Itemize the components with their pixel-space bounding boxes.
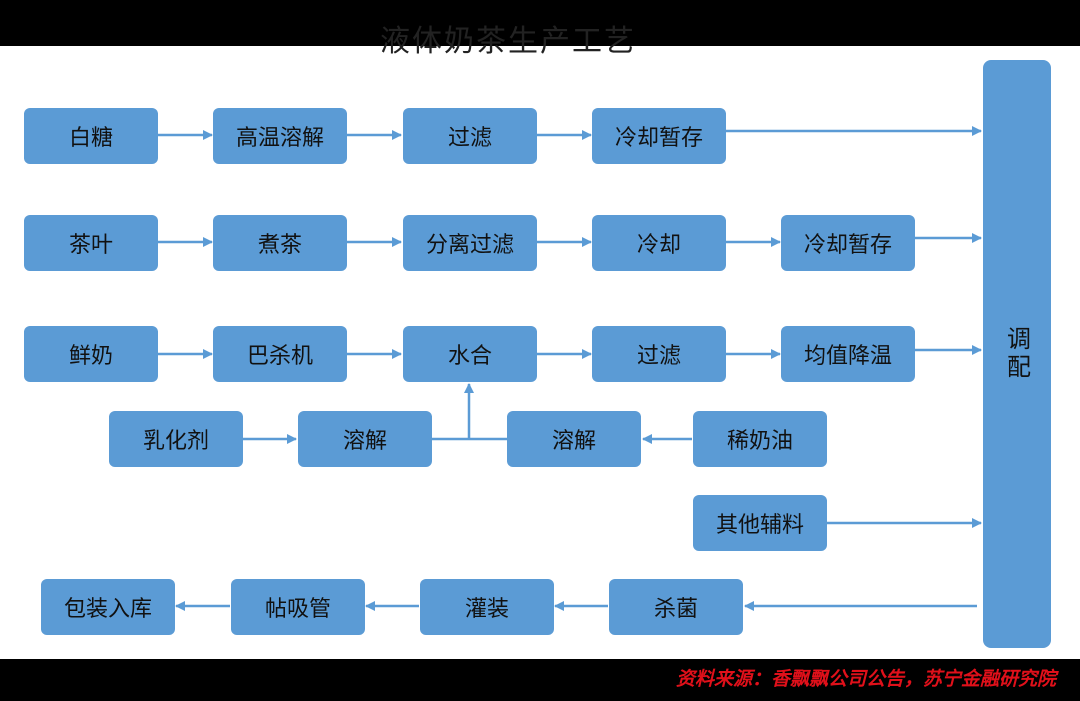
bottom-black-bar [0, 659, 1080, 701]
node-fresh-milk: 鲜奶 [24, 326, 158, 382]
node-emulsifier: 乳化剂 [109, 411, 243, 467]
source-note: 资料来源：香飘飘公司公告，苏宁金融研究院 [675, 668, 1056, 690]
node-homogenize-cool: 均值降温 [781, 326, 915, 382]
node-other-ingredients: 其他辅料 [693, 495, 827, 551]
node-mix: 调配 [983, 60, 1051, 648]
node-sugar: 白糖 [24, 108, 158, 164]
node-separate-filter: 分离过滤 [403, 215, 537, 271]
node-dissolve-1: 溶解 [298, 411, 432, 467]
node-attach-straw: 帖吸管 [231, 579, 365, 635]
node-tea-leaf: 茶叶 [24, 215, 158, 271]
diagram-title: 液体奶茶生产工艺 [380, 24, 636, 59]
node-high-temp-dissolve: 高温溶解 [213, 108, 347, 164]
node-cool-store-1: 冷却暂存 [592, 108, 726, 164]
node-sterilize: 杀菌 [609, 579, 743, 635]
node-pasteurizer: 巴杀机 [213, 326, 347, 382]
node-cool: 冷却 [592, 215, 726, 271]
node-boil-tea: 煮茶 [213, 215, 347, 271]
node-pack-store: 包装入库 [41, 579, 175, 635]
node-dissolve-2: 溶解 [507, 411, 641, 467]
node-cool-store-2: 冷却暂存 [781, 215, 915, 271]
node-filter-2: 过滤 [592, 326, 726, 382]
top-black-bar [0, 0, 1080, 46]
node-mix-label: 调配 [1002, 326, 1031, 382]
node-filter-1: 过滤 [403, 108, 537, 164]
node-hydration: 水合 [403, 326, 537, 382]
node-cream: 稀奶油 [693, 411, 827, 467]
node-filling: 灌装 [420, 579, 554, 635]
